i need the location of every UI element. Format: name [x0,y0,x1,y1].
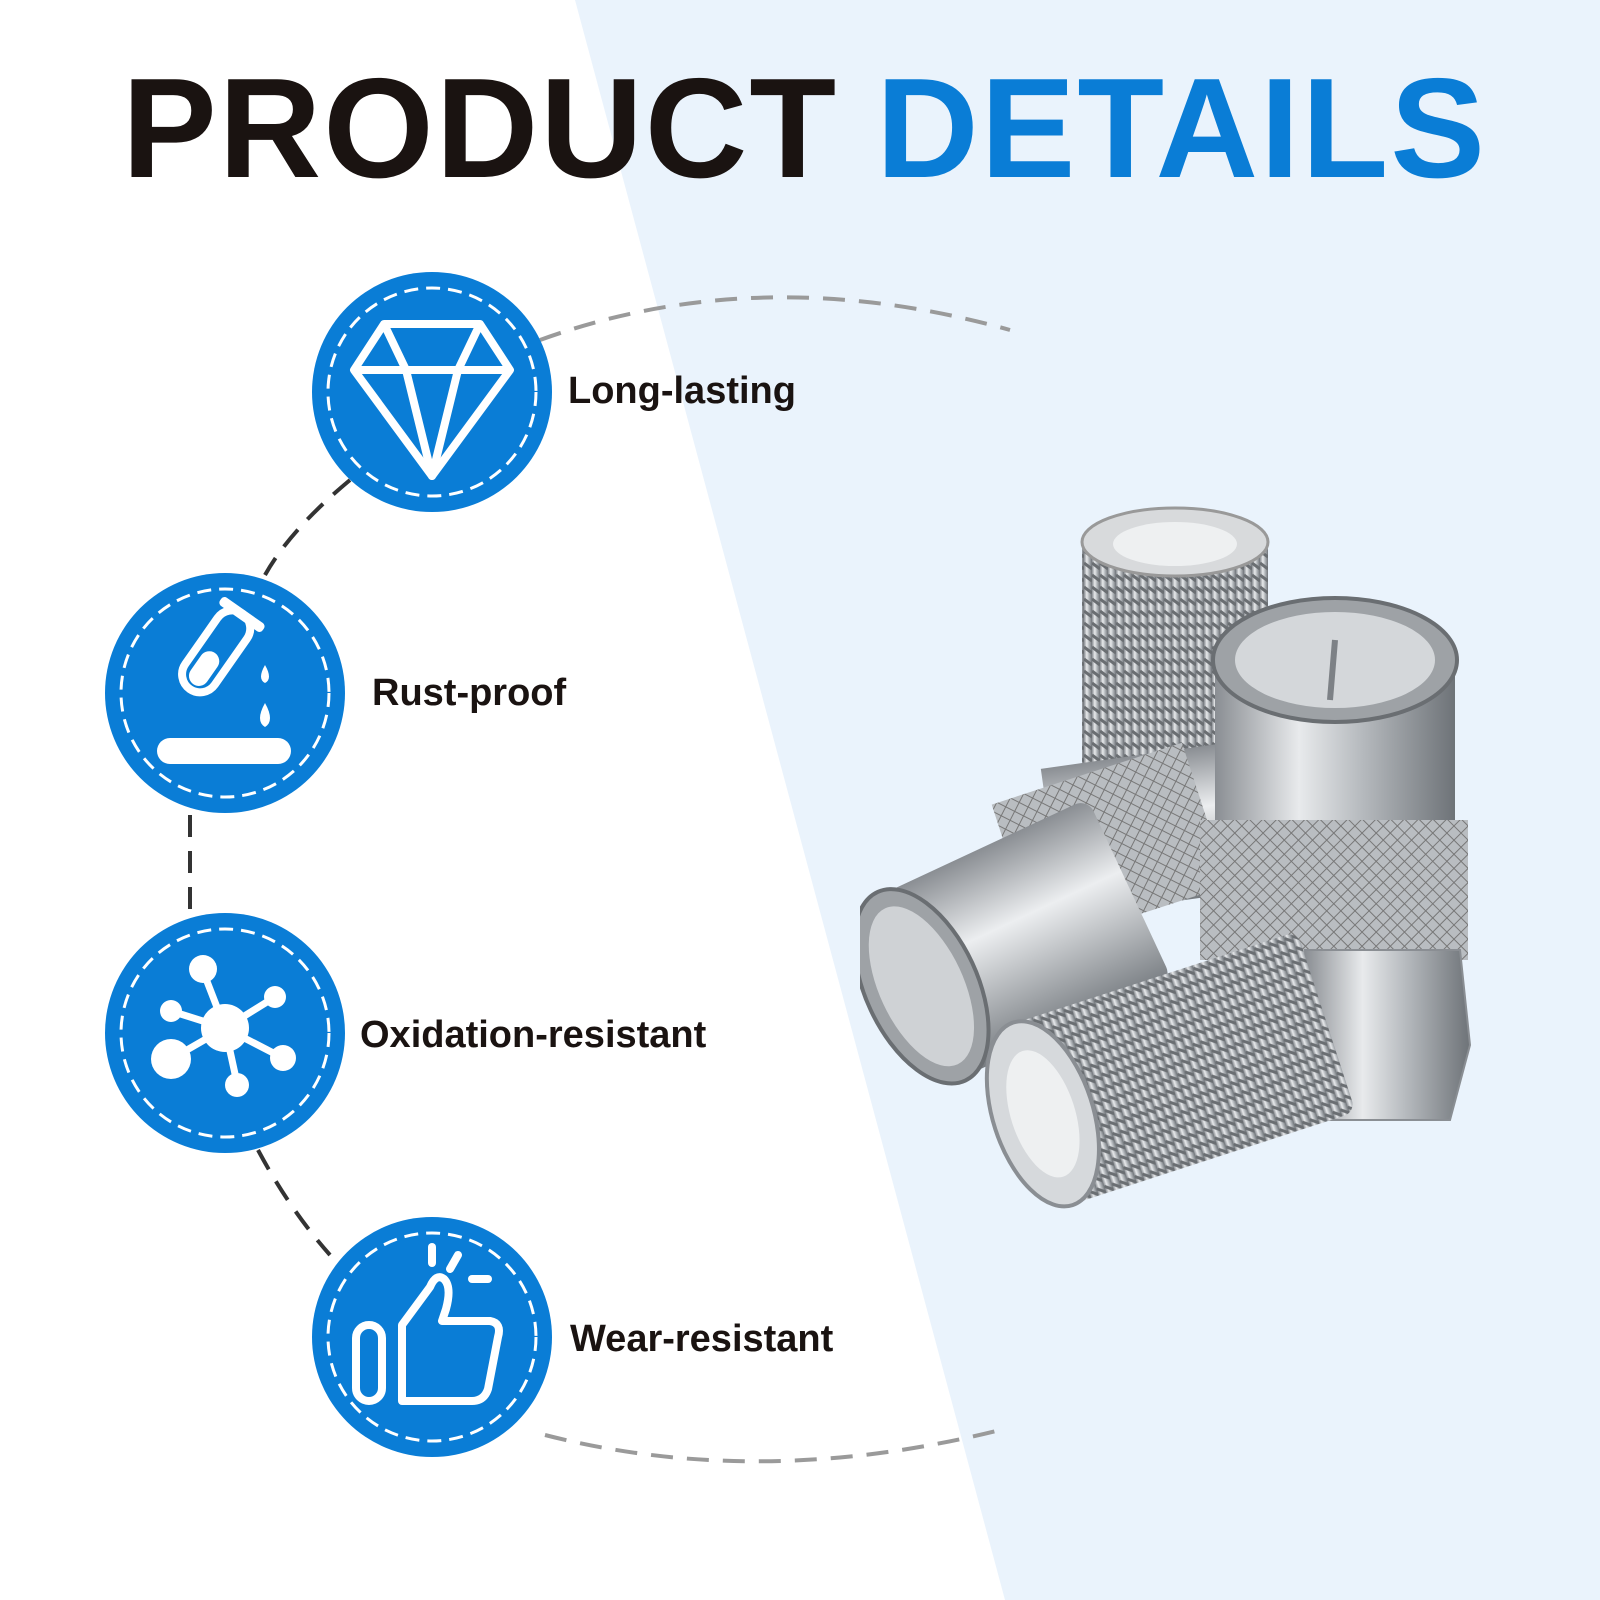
feature-label-long-lasting: Long-lasting [568,370,796,412]
feature-badge-oxidation-resistant [105,913,345,1153]
title-word-details: DETAILS [876,49,1488,208]
title-word-product: PRODUCT [122,49,839,208]
feature-label-wear-resistant: Wear-resistant [570,1318,834,1360]
feature-label-oxidation-resistant: Oxidation-resistant [360,1014,707,1056]
feature-badge-rust-proof [105,573,345,813]
test-tube-drip-icon [119,587,331,799]
feature-badge-wear-resistant [312,1217,552,1457]
feature-badge-long-lasting [312,272,552,512]
feature-label-rust-proof: Rust-proof [372,672,567,714]
thumbs-up-icon [326,1231,538,1443]
product-image [860,506,1472,1209]
molecule-icon [119,927,331,1139]
diamond-icon [326,286,538,498]
